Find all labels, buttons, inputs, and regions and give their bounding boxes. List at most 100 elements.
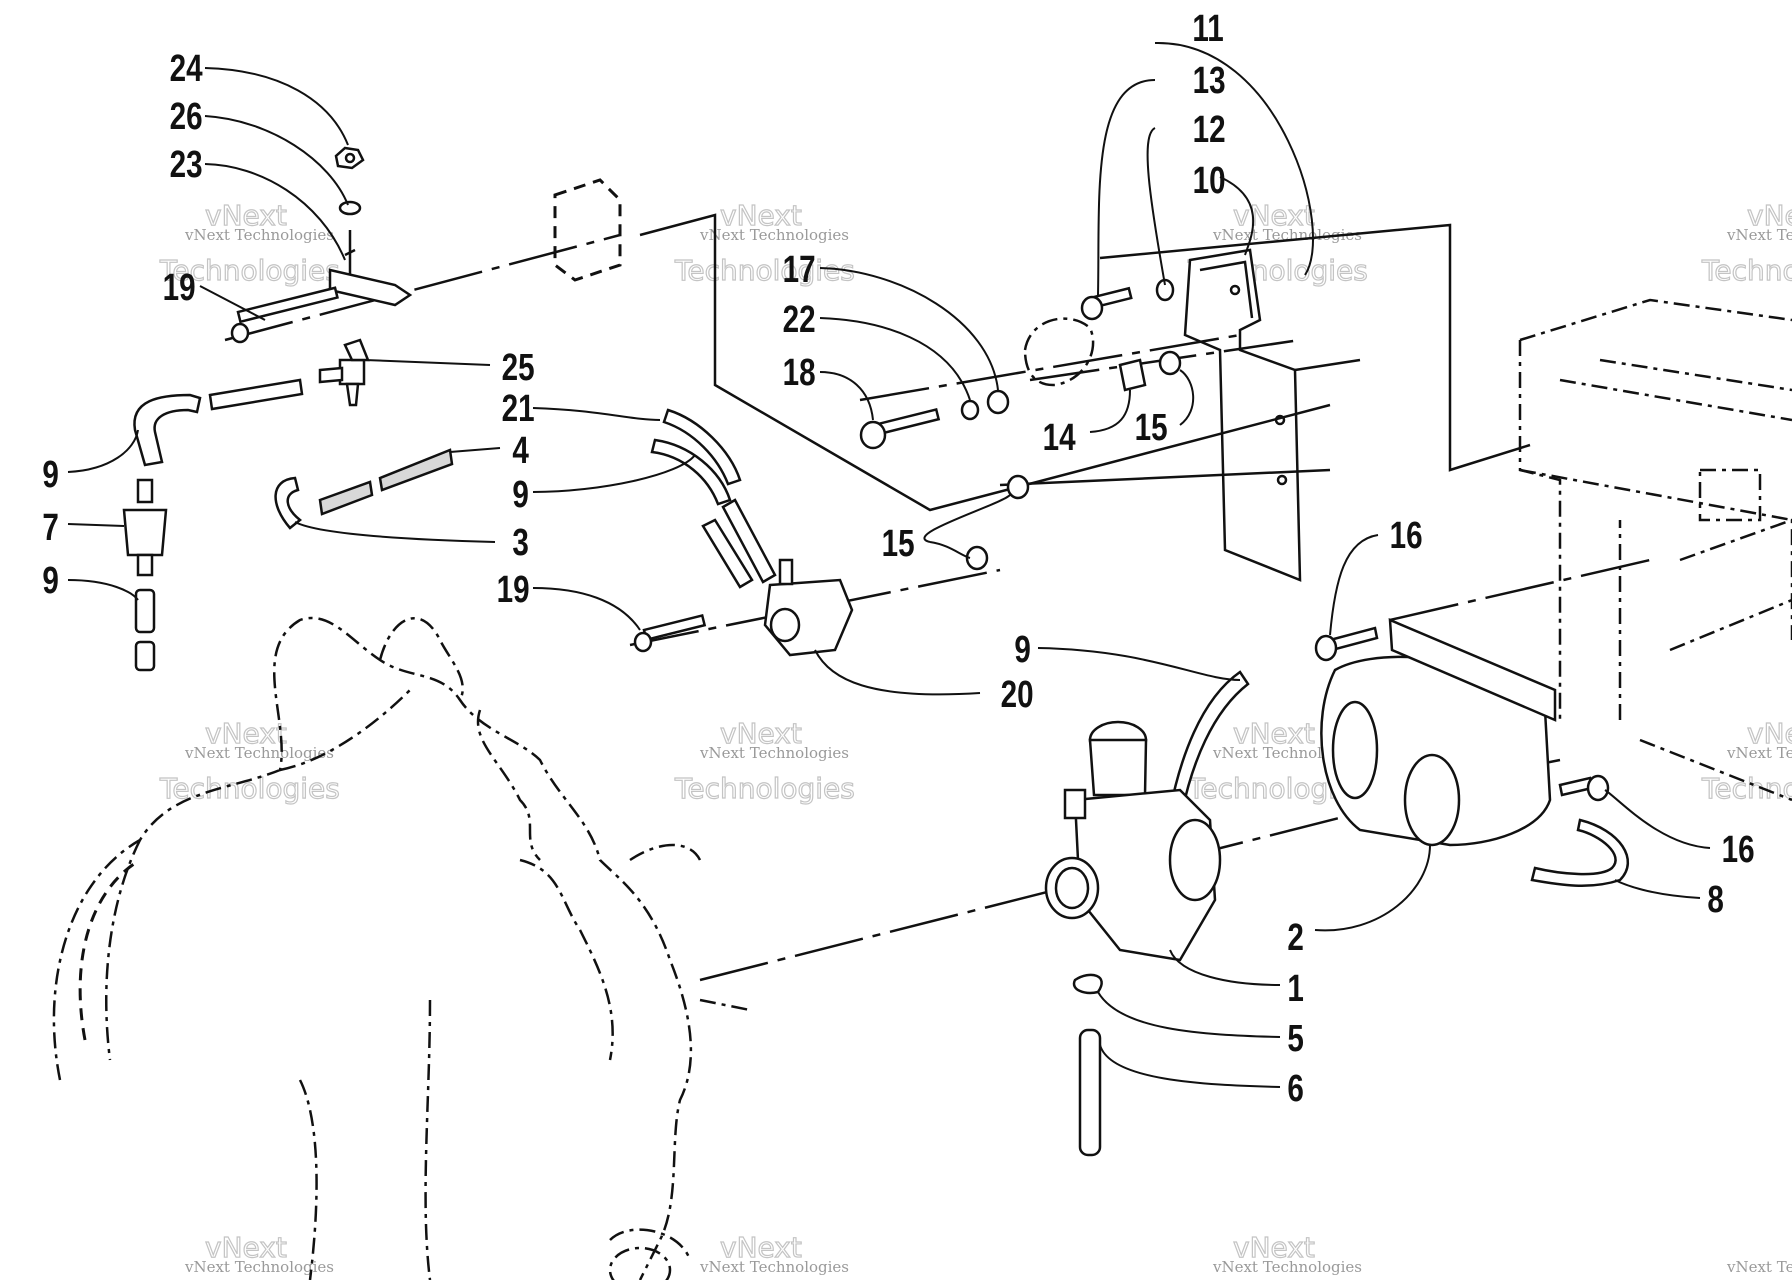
- callout-9: 9: [1014, 629, 1030, 671]
- callout-17: 17: [783, 249, 816, 291]
- callout-14: 14: [1043, 417, 1076, 459]
- fuel-hose-short: [134, 588, 156, 672]
- watermark: vNext vNext Technologies: [699, 1230, 849, 1276]
- watermark-big-1: vNext: [1747, 199, 1792, 232]
- spring: [318, 448, 454, 516]
- pump-screw: [633, 613, 707, 653]
- pump-hoses: [650, 408, 777, 589]
- callout-15: 15: [1135, 407, 1168, 449]
- air-silencer: [1320, 618, 1557, 847]
- fuel-hose: [133, 378, 304, 467]
- callout-16: 16: [1390, 515, 1423, 557]
- watermark-text: vNext Technologies: [699, 226, 849, 244]
- watermark-text: vNext Technologies: [1726, 226, 1792, 244]
- callout-21: 21: [502, 388, 535, 430]
- callout-labels: 24 26 23 19 25 21 4 9 7 9 9 3 19 17 22 1…: [42, 8, 1754, 1110]
- leader-lines: [67, 41, 1711, 1088]
- screw: [230, 286, 339, 344]
- reference-lines: [224, 213, 1651, 982]
- watermark-big-2: Technologies: [674, 254, 855, 287]
- watermark: vNext Technologies: [1726, 1258, 1792, 1276]
- silencer-screw: [1314, 626, 1610, 802]
- watermark-text: vNext Technologies: [1726, 744, 1792, 762]
- watermark-big-1: vNext: [205, 1231, 287, 1264]
- watermark-text: vNext Technologies: [1212, 1258, 1362, 1276]
- watermark-big-1: vNext: [1233, 1231, 1315, 1264]
- callout-19: 19: [497, 569, 530, 611]
- watermark-text: vNext Technologies: [699, 744, 849, 762]
- watermark-text: vNext Technologies: [1726, 1258, 1792, 1276]
- watermark: vNext vNext Technologies: [184, 1230, 334, 1276]
- mounting-bracket: [1183, 248, 1302, 582]
- callout-18: 18: [783, 352, 816, 394]
- callout-12: 12: [1193, 109, 1226, 151]
- engine-outline: [52, 616, 751, 1280]
- callout-13: 13: [1193, 60, 1226, 102]
- callout-6: 6: [1287, 1068, 1303, 1110]
- phantom-block: [553, 178, 622, 282]
- watermark: vNext vNext Technologies Technologies: [158, 716, 340, 805]
- watermark-big-2: Technologies: [1701, 254, 1792, 287]
- callout-15: 15: [882, 523, 915, 565]
- fuel-filter: [122, 478, 168, 577]
- watermark-text: vNext Technologies: [184, 1258, 334, 1276]
- callout-9: 9: [42, 454, 58, 496]
- callout-9: 9: [42, 560, 58, 602]
- callout-7: 7: [42, 507, 58, 549]
- watermark: vNext vNext Technologies Technologies: [1700, 716, 1792, 805]
- watermark: vNext vNext Technologies Technologies: [673, 716, 855, 805]
- callout-11: 11: [1192, 8, 1223, 50]
- callout-10: 10: [1193, 160, 1226, 202]
- callout-23: 23: [170, 144, 203, 186]
- callout-8: 8: [1707, 879, 1723, 921]
- callout-25: 25: [502, 347, 535, 389]
- callout-24: 24: [170, 48, 203, 90]
- nut: [334, 146, 365, 170]
- spacer: [1118, 358, 1147, 392]
- watermark-text: vNext Technologies: [184, 744, 334, 762]
- watermark-big-1: vNext: [720, 717, 802, 750]
- watermark-big-1: vNext: [1747, 717, 1792, 750]
- watermark: vNext vNext Technologies Technologies: [158, 198, 340, 287]
- watermark: vNext vNext Technologies: [1212, 1230, 1362, 1276]
- callout-4: 4: [512, 430, 529, 472]
- callout-1: 1: [1287, 968, 1303, 1010]
- clamp: [328, 230, 413, 307]
- watermark-big-2: Technologies: [159, 254, 340, 287]
- phantom-housing: [1023, 317, 1095, 387]
- watermark-big-1: vNext: [1233, 717, 1315, 750]
- watermark-big-1: vNext: [720, 1231, 802, 1264]
- callout-3: 3: [512, 522, 528, 564]
- watermark: vNext vNext Technologies Technologies: [1700, 198, 1792, 287]
- watermark-big-1: vNext: [1233, 199, 1315, 232]
- callout-26: 26: [170, 96, 203, 138]
- callout-16: 16: [1722, 829, 1755, 871]
- watermark: vNext vNext Technologies Technologies: [673, 198, 855, 287]
- watermark-text: vNext Technologies: [184, 226, 334, 244]
- clip-ring: [274, 476, 303, 530]
- callout-2: 2: [1287, 917, 1303, 959]
- bracket-screw: [1080, 278, 1175, 321]
- frame-outline: [1518, 298, 1792, 802]
- strap: [1530, 818, 1630, 888]
- grommet: [965, 350, 1182, 571]
- callout-22: 22: [783, 299, 816, 341]
- watermark-big-2: Technologies: [674, 772, 855, 805]
- carburetor: [1044, 720, 1222, 962]
- callout-5: 5: [1287, 1018, 1303, 1060]
- callout-9: 9: [512, 474, 528, 516]
- shutoff-valve: [318, 338, 370, 407]
- watermark-big-1: vNext: [720, 199, 802, 232]
- watermark-text: vNext Technologies: [699, 1258, 849, 1276]
- watermark-big-1: vNext: [205, 717, 287, 750]
- watermark-big-2: Technologies: [1701, 772, 1792, 805]
- hardware-stack: [859, 389, 1010, 450]
- watermark-big-1: vNext: [205, 199, 287, 232]
- callout-20: 20: [1001, 674, 1034, 716]
- watermark-group: vNext vNext Technologies Technologies vN…: [158, 198, 1792, 1276]
- drain-tube: [1078, 1028, 1102, 1157]
- callout-19: 19: [163, 267, 196, 309]
- washer: [338, 200, 362, 216]
- fuel-pump: [763, 558, 854, 657]
